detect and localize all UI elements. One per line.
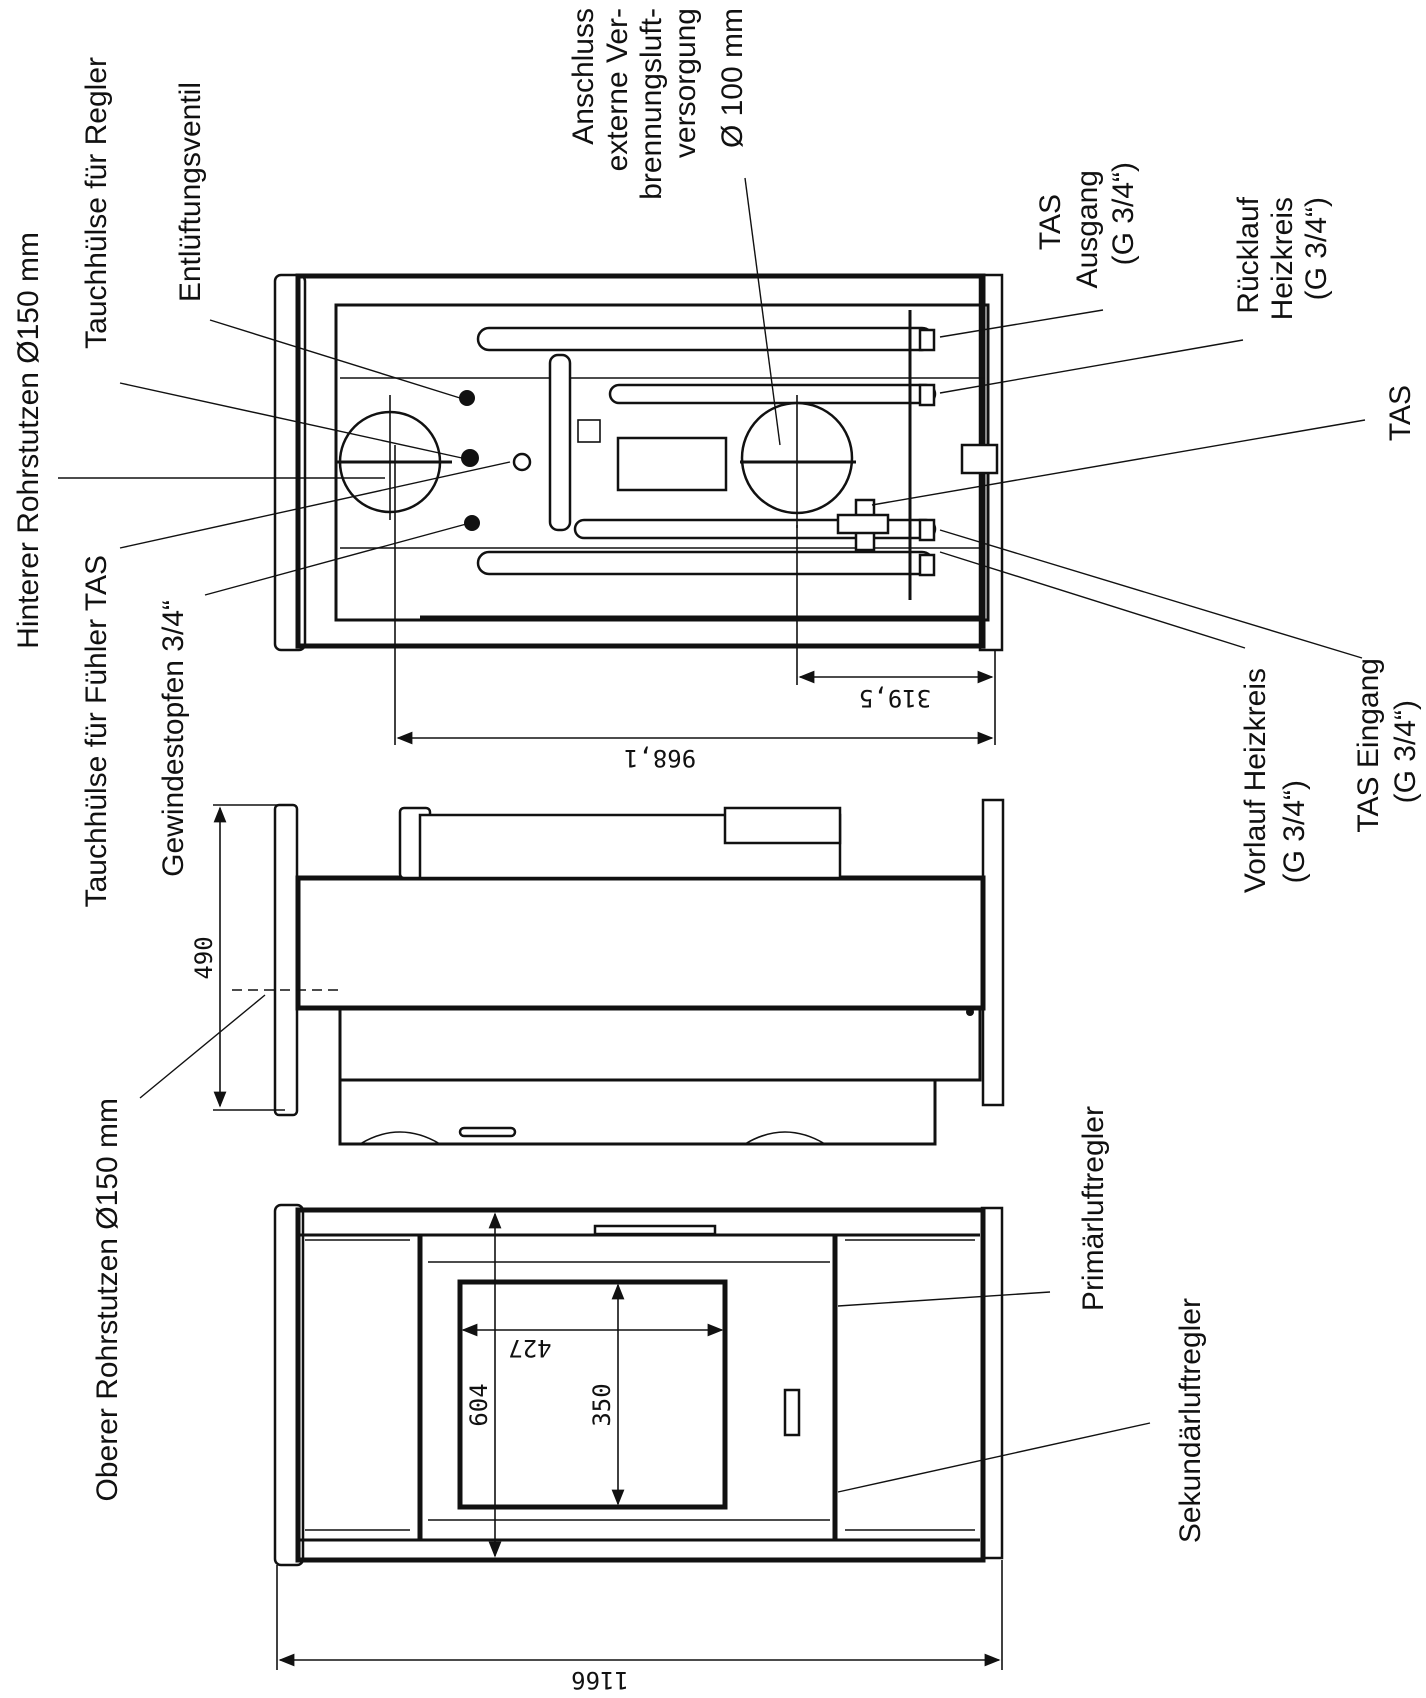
labels: Anschluss externe Ver- brennungsluft- ve…	[12, 8, 1422, 1543]
label-oberer-rohrstutzen: Oberer Rohrstutzen Ø150 mm	[91, 1098, 124, 1502]
label-ruecklauf-1: Rücklauf	[1232, 196, 1265, 313]
dim-490: 490	[190, 936, 218, 979]
label-ruecklauf-2: Heizkreis	[1266, 197, 1299, 320]
dim-427: 427	[508, 1334, 551, 1362]
dimension-604: 604	[465, 1212, 502, 1558]
label-anschluss-3: brennungsluft-	[635, 8, 668, 200]
label-tas-eingang-1: TAS Eingang	[1352, 658, 1385, 833]
label-tauchhuelse-fuehler: Tauchhülse für Fühler TAS	[80, 555, 113, 907]
dim-604: 604	[465, 1383, 493, 1426]
label-entlueftungsventil: Entlüftungsventil	[174, 82, 207, 302]
label-tauchhuelse-regler: Tauchhülse für Regler	[80, 57, 113, 349]
dimension-1166: 1166	[276, 1560, 1003, 1694]
label-primaerluftregler: Primärluftregler	[1077, 1106, 1110, 1311]
label-tas-eingang-2: (G 3/4“)	[1389, 700, 1422, 803]
dimension-968-1: 968,1	[394, 445, 996, 772]
dim-968-1: 968,1	[624, 744, 696, 772]
label-tas: TAS	[1384, 385, 1417, 441]
side-view	[273, 798, 1005, 1146]
label-tas-ausgang-1: TAS	[1034, 194, 1067, 250]
label-anschluss-5: Ø 100 mm	[716, 8, 749, 148]
label-hinterer-rohrstutzen: Hinterer Rohrstutzen Ø150 mm	[12, 232, 45, 649]
dim-1166: 1166	[571, 1666, 629, 1694]
leader-lines	[58, 177, 1366, 1493]
dimension-490: 490	[190, 804, 340, 1111]
dim-319-5: 319,5	[859, 684, 931, 712]
dimension-350: 350	[588, 1283, 625, 1506]
label-vorlauf-2: (G 3/4“)	[1278, 780, 1311, 883]
front-view	[273, 1203, 1004, 1567]
rear-view	[273, 273, 1004, 652]
label-anschluss-1: Anschluss	[567, 8, 600, 145]
dim-350: 350	[588, 1383, 616, 1426]
label-tas-ausgang-2: Ausgang	[1071, 170, 1104, 288]
label-ruecklauf-3: (G 3/4“)	[1300, 197, 1333, 300]
dimension-319-5: 319,5	[796, 525, 996, 712]
label-tas-ausgang-3: (G 3/4“)	[1107, 162, 1140, 265]
label-vorlauf-1: Vorlauf Heizkreis	[1239, 668, 1272, 893]
label-anschluss-2: externe Ver-	[601, 8, 634, 171]
label-anschluss-4: versorgung	[669, 8, 702, 158]
label-gewindestopfen: Gewindestopfen 3/4“	[157, 600, 190, 877]
dimension-427: 427	[461, 1323, 724, 1362]
label-sekundaerluftregler: Sekundärluftregler	[1174, 1298, 1207, 1543]
